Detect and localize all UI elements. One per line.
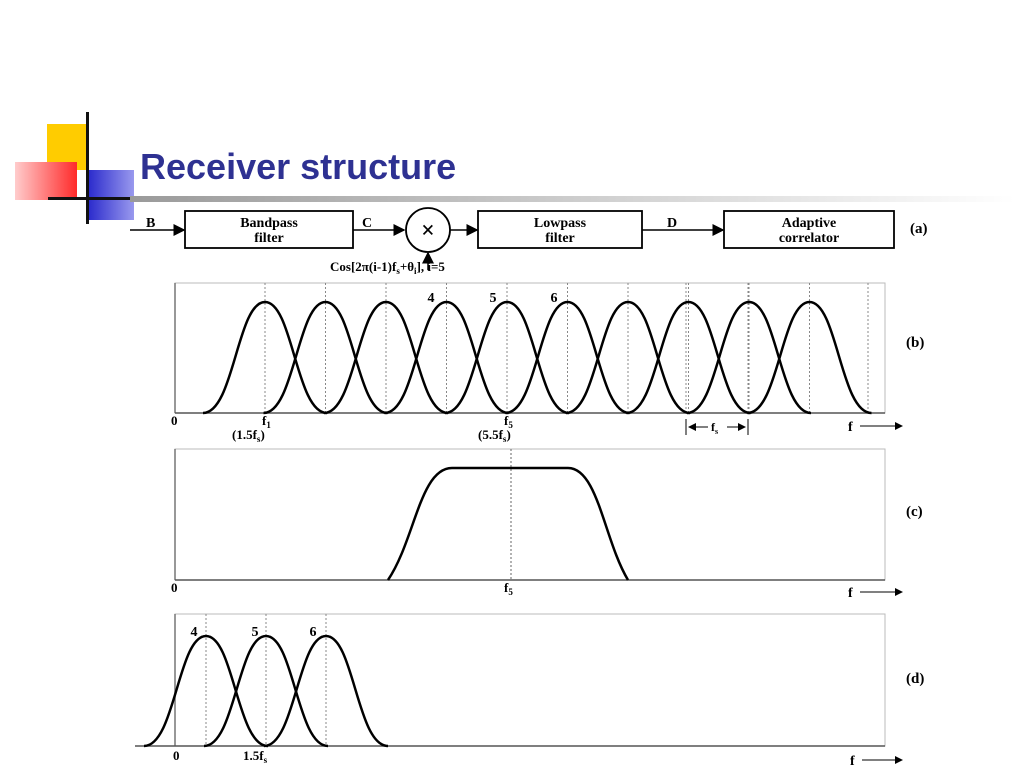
- panel-b-lobe-8: [626, 300, 751, 415]
- panel-b-peak-6: 6: [551, 291, 558, 306]
- panel-d-curves: [143, 634, 389, 748]
- deco-horizontal-line: [48, 197, 132, 200]
- panel-c-axis-f: f: [848, 586, 853, 601]
- deco-blue-square: [88, 170, 134, 220]
- panel-b-axis-f: f: [848, 420, 853, 435]
- lowpass-label-2: filter: [545, 231, 575, 246]
- panel-b-guides: [264, 283, 869, 413]
- node-label-c: C: [362, 216, 372, 231]
- bandpass-label-2: filter: [254, 231, 284, 246]
- panel-c-f5: f5: [504, 580, 513, 597]
- title-underline: [130, 196, 1015, 202]
- lowpass-label-1: Lowpass: [534, 216, 587, 231]
- panel-b: 4 5 6 0 f1 (1.5fs) f5 (5.5fs) fs f (b): [171, 282, 924, 444]
- panel-b-lobe-1: [202, 300, 328, 415]
- lowpass-response-curve: [386, 466, 630, 581]
- panel-b-lobe-9: [686, 300, 812, 415]
- panel-b-curves: [202, 300, 872, 415]
- panel-d-axis-f: f: [850, 754, 855, 768]
- node-label-d: D: [667, 216, 677, 231]
- panel-b-lobe-3: [323, 300, 449, 415]
- panel-b-lobe-5: [444, 300, 570, 415]
- panel-label-b: (b): [906, 335, 924, 351]
- panel-c: 0 f5 f (c): [171, 448, 923, 601]
- panel-b-peak-5: 5: [490, 291, 497, 306]
- panel-b-lobe-7: [565, 300, 691, 415]
- panel-b-f5: f5: [504, 413, 513, 430]
- panel-label-c: (c): [906, 504, 923, 520]
- correlator-label-2: correlator: [779, 231, 839, 246]
- correlator-label-1: Adaptive: [782, 216, 836, 231]
- input-label-b: B: [146, 216, 155, 231]
- panel-d-peak-6: 6: [310, 625, 317, 640]
- panel-label-d: (d): [906, 671, 924, 687]
- panel-b-peak-4: 4: [428, 291, 435, 306]
- oscillator-label: Cos[2π(i-1)fs+θi], i=5: [330, 259, 445, 276]
- panel-b-lobe-10: [747, 300, 872, 415]
- mixer-symbol: ×: [421, 218, 435, 244]
- panel-b-lobe-2: [263, 300, 388, 415]
- panel-d-peak-5: 5: [252, 625, 259, 640]
- panel-b-fs: fs: [711, 420, 718, 436]
- panel-b-f5-note: (5.5fs): [478, 427, 511, 444]
- panel-d-lobe-2: [203, 634, 329, 748]
- panel-b-lobe-6: [505, 300, 630, 415]
- panel-label-a: (a): [910, 221, 928, 237]
- adaptive-correlator-box: [723, 210, 895, 249]
- page-title: Receiver structure: [140, 146, 457, 187]
- block-diagram: B Bandpass filter C × Lowpass filter D A…: [130, 207, 928, 276]
- panel-d: 4 5 6 0 1.5fs f (d): [135, 613, 924, 768]
- panel-b-f1-note: (1.5fs): [232, 427, 265, 444]
- panel-b-zero: 0: [171, 413, 178, 428]
- panel-d-lobe-3: [263, 634, 389, 748]
- bandpass-label-1: Bandpass: [240, 216, 298, 231]
- deco-red-square: [15, 162, 77, 200]
- panel-d-lobe-1: [143, 634, 269, 748]
- panel-d-zero: 0: [173, 748, 180, 763]
- panel-d-peak-4: 4: [191, 625, 198, 640]
- panel-b-lobe-4: [384, 300, 509, 415]
- panel-b-f1: f1: [262, 413, 271, 430]
- panel-c-zero: 0: [171, 580, 178, 595]
- deco-vertical-line: [86, 112, 89, 224]
- panel-d-tick: 1.5fs: [243, 748, 268, 765]
